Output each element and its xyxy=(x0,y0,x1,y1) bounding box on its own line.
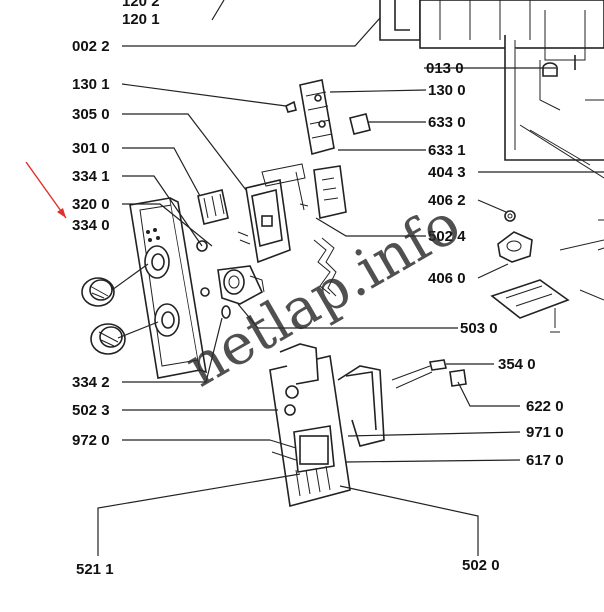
label-503-0: 503 0 xyxy=(460,320,498,337)
label-334-2: 334 2 xyxy=(72,374,110,391)
label-972-0: 972 0 xyxy=(72,432,110,449)
label-521-1: 521 1 xyxy=(76,561,114,578)
fan-washer xyxy=(504,62,558,222)
cabinet-frame xyxy=(379,0,604,301)
label-120-2: 120 2 xyxy=(122,0,160,10)
control-panel xyxy=(129,197,208,379)
label-502-0: 502 0 xyxy=(462,557,500,574)
label-002-2: 002 2 xyxy=(72,38,110,55)
interlock-switch-assembly xyxy=(285,79,371,156)
label-301-0: 301 0 xyxy=(72,140,110,157)
switch-block xyxy=(197,189,229,225)
label-404-3: 404 3 xyxy=(428,164,466,181)
timer-bracket xyxy=(245,163,309,264)
label-406-2: 406 2 xyxy=(428,192,466,209)
label-971-0: 971 0 xyxy=(526,424,564,441)
label-617-0: 617 0 xyxy=(526,452,564,469)
label-633-0: 633 0 xyxy=(428,114,466,131)
fuse-holder xyxy=(429,359,467,387)
circuit-card xyxy=(313,165,347,297)
label-320-0: 320 0 xyxy=(72,196,110,213)
knob-upper xyxy=(81,277,115,307)
leader-lines xyxy=(97,0,604,556)
timer-motor xyxy=(217,265,265,305)
cover-plate xyxy=(490,279,570,333)
label-354-0: 354 0 xyxy=(498,356,536,373)
label-013-0: 013 0 xyxy=(426,60,464,77)
label-130-0: 130 0 xyxy=(428,82,466,99)
label-334-1: 334 1 xyxy=(72,168,110,185)
label-334-0: 334 0 xyxy=(72,217,110,234)
label-305-0: 305 0 xyxy=(72,106,110,123)
label-622-0: 622 0 xyxy=(526,398,564,415)
label-633-1: 633 1 xyxy=(428,142,466,159)
knob-lower xyxy=(90,323,126,355)
label-502-4: 502 4 xyxy=(428,228,466,245)
label-406-0: 406 0 xyxy=(428,270,466,287)
label-502-3: 502 3 xyxy=(72,402,110,419)
pointer-arrow xyxy=(25,161,67,219)
power-board xyxy=(269,343,433,508)
thermostat xyxy=(497,231,533,263)
label-130-1: 130 1 xyxy=(72,76,110,93)
label-120-1: 120 1 xyxy=(122,11,160,28)
